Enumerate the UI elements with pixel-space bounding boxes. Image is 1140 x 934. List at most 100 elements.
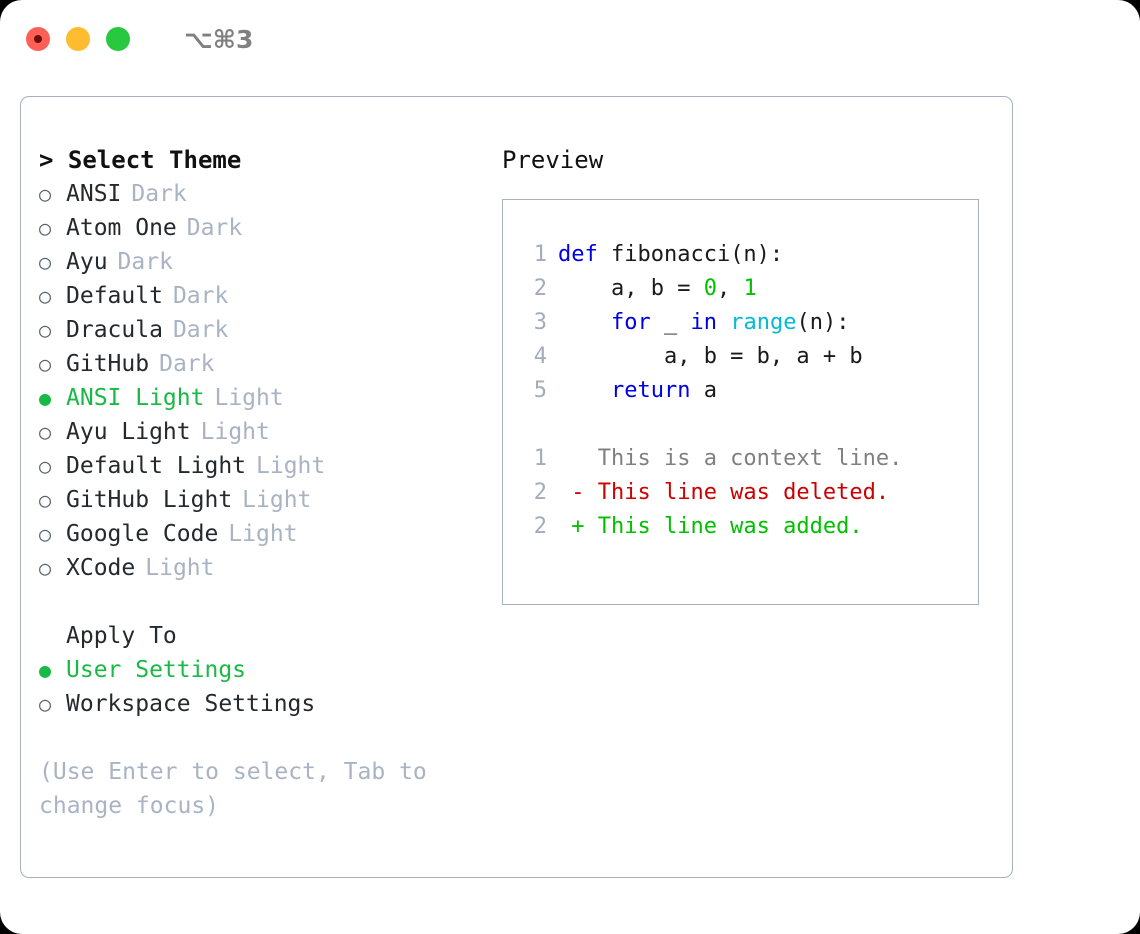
radio-unselected-icon: ○ [39,352,52,376]
line-number: 2 [533,480,547,505]
code-token-kw: for [610,310,651,335]
radio-unselected-icon: ○ [39,420,52,444]
theme-variant-tag: Dark [172,317,229,343]
code-token-num: 0 [703,276,717,301]
code-token-kw: in [690,310,717,335]
apply-to-option-label: Workspace Settings [66,691,316,717]
theme-option-default[interactable]: ○ Default Dark [39,279,499,313]
code-token-txt: a, b = b, a + b [558,344,863,369]
code-token-ctx: This is a context line. [558,446,903,471]
theme-option-github-light[interactable]: ○ GitHub Light Light [39,483,499,517]
code-token-txt: (n): [796,310,850,335]
line-number: 2 [533,514,547,539]
diff-line: 2 - This line was deleted. [521,476,978,510]
radio-unselected-icon: ○ [39,318,52,342]
line-number: 1 [533,242,547,267]
code-token-txt: fibonacci(n): [610,242,784,267]
code-line: 3 for _ in range(n): [521,306,978,340]
code-line: 4 a, b = b, a + b [521,340,978,374]
apply-to-section: Apply To ● User Settings ○ Workspace Settin… [39,619,499,721]
theme-name: Dracula [66,317,163,343]
theme-variant-tag: Light [214,385,284,411]
code-token-txt [558,306,611,340]
theme-variant-tag: Dark [159,351,215,377]
keyboard-hint-text: (Use Enter to select, Tab to change focu… [39,759,427,819]
code-line: 2 a, b = 0, 1 [521,272,978,306]
code-token-txt: a [690,378,717,403]
radio-unselected-icon: ○ [39,250,52,274]
theme-name: ANSI Light [66,385,205,411]
apply-to-option-user-settings[interactable]: ● User Settings [39,653,499,687]
preview-heading: Preview [502,146,604,174]
close-button[interactable] [26,27,50,51]
preview-spacer [521,408,978,442]
record-indicator-icon [34,35,42,43]
code-line: 5 return a [521,374,978,408]
radio-unselected-icon: ○ [39,692,52,716]
diff-line: 1 This is a context line. [521,442,978,476]
code-token-txt: a, b = [558,276,704,301]
theme-variant-tag: Dark [131,181,187,207]
code-token-txt [717,306,730,340]
diff-sample: 1 This is a context line.2 - This line w… [521,442,978,544]
code-token-fn: range [730,310,797,335]
theme-name: Default Light [66,453,247,479]
theme-name: Google Code [66,521,219,547]
code-token-txt: , [716,276,744,301]
radio-unselected-icon: ○ [39,454,52,478]
apply-to-option-workspace-settings[interactable]: ○ Workspace Settings [39,687,499,721]
theme-variant-tag: Light [200,419,270,445]
line-number: 2 [533,276,547,301]
select-theme-heading: > Select Theme [39,146,242,174]
line-number: 4 [533,344,547,369]
code-line: 1 def fibonacci(n): [521,238,978,272]
radio-unselected-icon: ○ [39,556,52,580]
theme-name: ANSI [66,181,122,207]
theme-name: Default [66,283,163,309]
theme-variant-tag: Light [228,521,298,547]
radio-selected-icon: ● [39,386,52,410]
shortcut-label: ⌥⌘3 [184,24,254,54]
theme-name: Atom One [66,215,177,241]
apply-to-list: ● User Settings ○ Workspace Settings [39,653,499,721]
diff-line: 2 + This line was added. [521,510,978,544]
radio-unselected-icon: ○ [39,488,52,512]
code-token-kw: return [610,378,691,403]
theme-option-default-light[interactable]: ○ Default Light Light [39,449,499,483]
code-token-add: + This line was added. [558,514,863,539]
zoom-button[interactable] [106,27,130,51]
theme-variant-tag: Dark [186,215,243,241]
theme-name: GitHub Light [66,487,233,513]
theme-variant-tag: Light [256,453,326,479]
theme-variant-tag: Light [242,487,312,513]
line-number: 1 [533,446,547,471]
theme-option-dracula[interactable]: ○ Dracula Dark [39,313,499,347]
code-token-del: - This line was deleted. [558,480,890,505]
code-token-kw: def [558,242,611,267]
theme-option-ansi-light[interactable]: ● ANSI Light Light [39,381,499,415]
theme-variant-tag: Dark [117,249,173,275]
code-token-num: 1 [743,276,757,301]
radio-unselected-icon: ○ [39,284,52,308]
apply-to-label: Apply To [66,623,177,649]
radio-selected-icon: ● [39,658,52,682]
theme-variant-tag: Light [145,555,215,581]
minimize-button[interactable] [66,27,90,51]
theme-option-ayu-light[interactable]: ○ Ayu Light Light [39,415,499,449]
theme-variant-tag: Dark [172,283,229,309]
theme-name: Ayu Light [66,419,191,445]
apply-to-option-label: User Settings [66,657,247,683]
